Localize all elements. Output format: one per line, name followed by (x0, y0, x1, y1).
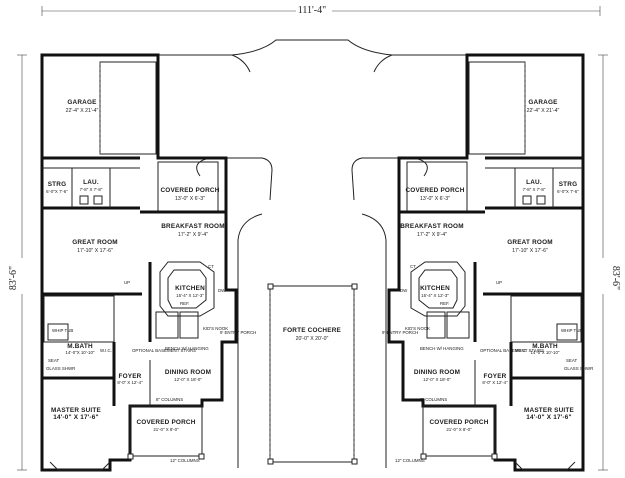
right-foyer-size: 8'-0" X 12'-4" (482, 380, 508, 385)
left-lau-size: 7'-8" X 7'-8" (80, 187, 103, 192)
left-kids-label: KID'S NOOK (203, 326, 228, 331)
left-foyer-label: FOYER (118, 373, 141, 380)
left-breakfast-label: BREAKFAST ROOM (161, 223, 225, 230)
left-wic-label: W.I.C. (100, 348, 112, 353)
right-garage-size: 22'-4" X 21'-4" (527, 108, 560, 114)
left-basement-label: OPTIONAL BASEMENT STAIRS (132, 348, 196, 353)
left-strg-label: STRG (48, 181, 67, 188)
right-unit: GARAGE 22'-4" X 21'-4" STRG 6'-0"X 7'-6"… (382, 53, 593, 472)
left-ref-label: REF. (180, 301, 190, 306)
right-strg-label: STRG (559, 181, 578, 188)
right-strg-size: 6'-0"X 7'-6" (557, 189, 579, 194)
left-garage-size: 22'-4" X 21'-4" (66, 108, 99, 114)
left-foyer-size: 8'-0" X 12'-4" (117, 380, 143, 385)
left-porch2-label: COVERED PORCH (136, 419, 195, 426)
right-ref-label: REF. (440, 301, 450, 306)
forte-cochere-label: FORTE COCHERE (283, 327, 342, 334)
right-lau-label: LAU. (526, 179, 542, 186)
left-great-label: GREAT ROOM (72, 239, 118, 246)
right-porch2-label: COVERED PORCH (429, 419, 488, 426)
right-ct-label: CT (410, 264, 416, 269)
right-kitchen-label: KITCHEN (420, 285, 450, 292)
left-up-label: UP (124, 280, 130, 285)
left-porch-size: 13'-0" X 6'-3" (175, 196, 205, 202)
right-breakfast-size: 17'-2" X 9'-4" (417, 232, 447, 238)
left-ct-label: CT (208, 264, 214, 269)
right-breakfast-label: BREAKFAST ROOM (400, 223, 464, 230)
right-bench-label: BENCH W/ HANGING (420, 346, 464, 351)
right-kitchen-size: 15'-4" X 12'-3" (421, 293, 449, 298)
left-mbath-label: M.BATH (67, 343, 93, 350)
left-master-label: MASTER SUITE (51, 407, 102, 414)
left-whirl-label: WHIP TUB (52, 328, 73, 333)
left-dining-label: DINING ROOM (165, 369, 211, 376)
right-whirl-label: WHIP TUB (561, 328, 582, 333)
right-master-suite-size: 14'-0" X 17'-6" (526, 414, 572, 421)
left-cols12-label: 12" COLUMNS (170, 458, 200, 463)
right-great-label: GREAT ROOM (507, 239, 553, 246)
right-great-size: 17'-10" X 17'-6" (512, 248, 548, 254)
left-seat-label: SEAT (48, 358, 59, 363)
overall-depth-label-left: 83'-6" (8, 266, 19, 290)
right-porch-size: 13'-0" X 6'-3" (420, 196, 450, 202)
left-kitchen-label: KITCHEN (175, 285, 205, 292)
right-kids-label: KID'S NOOK (405, 326, 430, 331)
right-mbath-size: 14'-0"X 10'-10" (531, 350, 560, 355)
left-porch2-size: 21'-0" X 8'-0" (153, 427, 179, 432)
left-kitchen-size: 15'-4" X 12'-3" (176, 293, 204, 298)
overall-depth-label-right: 83'-6" (610, 266, 621, 290)
left-great-size: 17'-10" X 17'-6" (77, 248, 113, 254)
left-dw-label: DW (218, 288, 226, 293)
overall-dimensions: 111'-4" 83'-6" 83'-6" (8, 4, 621, 471)
right-porch2-size: 21'-0" X 8'-0" (446, 427, 472, 432)
left-bench-label: BENCH W/ HANGING (165, 346, 209, 351)
right-foyer-label: FOYER (483, 373, 506, 380)
left-breakfast-size: 17'-2" X 9'-4" (178, 232, 208, 238)
right-dining-size: 12'-0" X 18'-0" (423, 377, 451, 382)
left-glass-label: GLASS SHWR (46, 366, 75, 371)
left-master-suite-size: 14'-0" X 17'-6" (53, 414, 99, 421)
right-garage-label: GARAGE (528, 99, 558, 106)
right-entry-label: 9' ENTRY PORCH (382, 330, 418, 335)
right-lau-size: 7'-8" X 7'-8" (523, 187, 546, 192)
left-mbath-size: 14'-0"X 10'-10" (66, 350, 95, 355)
left-entry-label: 9' ENTRY PORCH (220, 330, 256, 335)
forte-cochere-area: FORTE COCHERE 20'-0" X 20'-0" (158, 39, 468, 468)
right-mbath-label: M.BATH (532, 343, 558, 350)
right-seat-label: SEAT (566, 358, 577, 363)
left-porch-label: COVERED PORCH (160, 187, 219, 194)
right-porch-label: COVERED PORCH (405, 187, 464, 194)
right-up-label: UP (496, 280, 502, 285)
left-unit: GARAGE 22'-4" X 21'-4" STRG 6'-0"X 7'-6"… (40, 53, 256, 472)
left-garage-label: GARAGE (67, 99, 97, 106)
left-strg-size: 6'-0"X 7'-6" (46, 189, 68, 194)
right-cols8-label: 8" COLUMNS (420, 397, 447, 402)
left-lau-label: LAU. (83, 179, 99, 186)
right-master-label: MASTER SUITE (524, 407, 575, 414)
right-dining-label: DINING ROOM (414, 369, 460, 376)
right-dw-label: DW (400, 288, 408, 293)
left-cols8-label: 8" COLUMNS (156, 397, 183, 402)
overall-width-label: 111'-4" (298, 5, 326, 16)
forte-cochere-size: 20'-0" X 20'-0" (296, 336, 329, 342)
left-dining-size: 12'-0" X 18'-0" (174, 377, 202, 382)
right-wic-label: W.I.C. (515, 348, 527, 353)
right-glass-label: GLASS SHWR (564, 366, 593, 371)
right-cols12-label: 12" COLUMNS (395, 458, 425, 463)
